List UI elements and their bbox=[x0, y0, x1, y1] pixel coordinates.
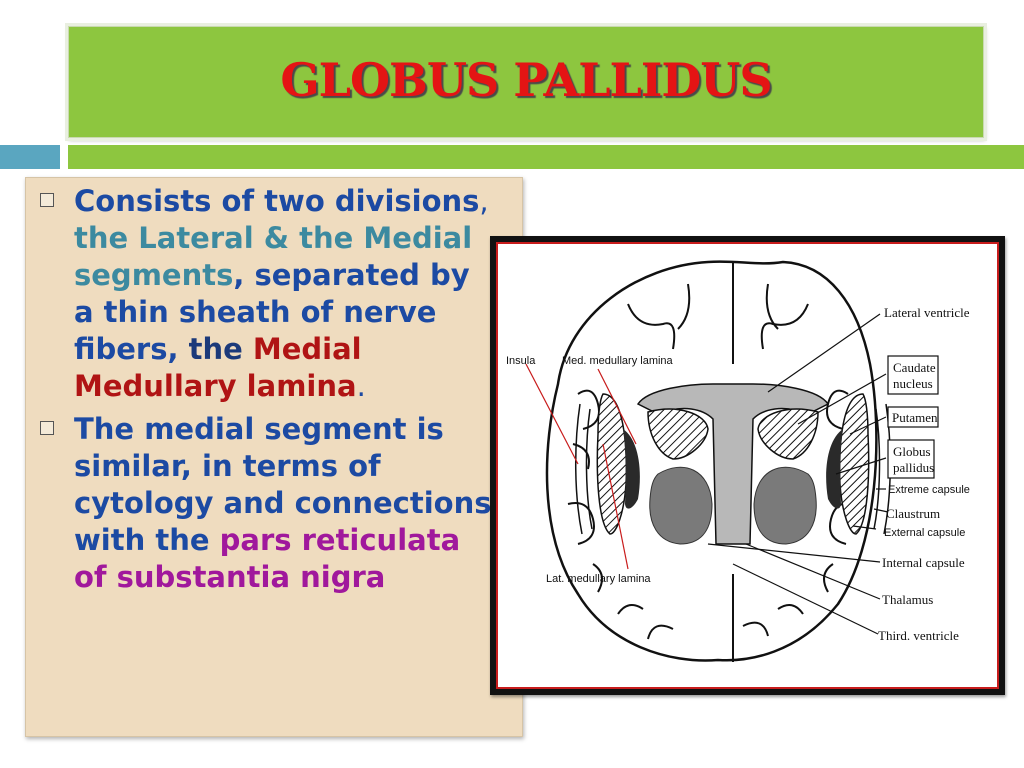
label-caudate-1: Caudate bbox=[893, 360, 936, 375]
bullet-square-icon bbox=[40, 193, 54, 207]
label-thalamus: Thalamus bbox=[882, 592, 933, 607]
bullet-list: Consists of two divisions, the Lateral &… bbox=[26, 183, 522, 596]
text-panel: Consists of two divisions, the Lateral &… bbox=[25, 177, 523, 737]
claustrum-left bbox=[585, 408, 593, 530]
extreme-capsule-left bbox=[575, 403, 583, 535]
label-external-capsule: External capsule bbox=[884, 527, 965, 539]
accent-stripe-left bbox=[0, 145, 60, 169]
caudate-label-box bbox=[887, 355, 939, 395]
brain-diagram: Lateral ventricle Insula Med. medullary … bbox=[496, 242, 999, 689]
brain-outline bbox=[545, 260, 878, 662]
putamen-label-box bbox=[887, 406, 939, 428]
title-banner: GLOBUS PALLIDUS bbox=[68, 26, 984, 138]
bullet-1-part-2: , bbox=[479, 184, 489, 218]
thalamus-right bbox=[753, 466, 817, 545]
label-extreme-capsule: Extreme capsule bbox=[888, 484, 970, 496]
label-med-medullary-lamina: Med. medullary lamina bbox=[562, 355, 674, 367]
bullet-2-part-2: pars reticulata of substantia nigra bbox=[74, 523, 461, 594]
caudate-left bbox=[647, 408, 709, 460]
bullet-1-part-4: , separated by a thin sheath of nerve fi… bbox=[74, 258, 470, 366]
accent-stripe-right bbox=[68, 145, 1024, 169]
label-lateral-ventricle: Lateral ventricle bbox=[884, 305, 970, 320]
lateral-ventricles-shape bbox=[636, 383, 830, 545]
label-lat-medullary-lamina: Lat. medullary lamina bbox=[546, 573, 651, 585]
brain-diagram-frame: Lateral ventricle Insula Med. medullary … bbox=[490, 236, 1005, 695]
globus-pallidus-right bbox=[826, 429, 843, 509]
label-globus-pallidus-2: pallidus bbox=[893, 460, 934, 475]
label-internal-capsule: Internal capsule bbox=[882, 555, 965, 570]
bullet-1-part-6: Medial Medullary lamina bbox=[74, 332, 362, 403]
slide-title: GLOBUS PALLIDUS bbox=[280, 53, 772, 107]
thalamus-left bbox=[649, 466, 713, 545]
bullet-item-1: Consists of two divisions, the Lateral &… bbox=[26, 183, 522, 405]
label-third-ventricle: Third. ventricle bbox=[878, 628, 959, 643]
leader-lines-left bbox=[525, 363, 637, 570]
label-caudate-2: nucleus bbox=[893, 376, 933, 391]
bullet-1-part-7: . bbox=[356, 369, 366, 403]
bullet-2-part-1: The medial segment is similar, in terms … bbox=[74, 412, 492, 557]
label-insula: Insula bbox=[506, 355, 536, 367]
brain-section-illustration: Lateral ventricle Insula Med. medullary … bbox=[506, 260, 970, 662]
globus-pallidus-label-box bbox=[887, 439, 935, 479]
globus-pallidus-left bbox=[623, 429, 640, 509]
bullet-1-part-5: the bbox=[188, 332, 253, 366]
label-globus-pallidus-1: Globus bbox=[893, 444, 931, 459]
bullet-1-part-1: Consists of two divisions bbox=[74, 184, 480, 218]
label-putamen: Putamen bbox=[892, 410, 938, 425]
bullet-1-part-3: the Lateral & the Medial segments bbox=[74, 221, 473, 292]
bullet-square-icon bbox=[40, 421, 54, 435]
bullet-item-2: The medial segment is similar, in terms … bbox=[26, 411, 522, 596]
label-claustrum: Claustrum bbox=[886, 506, 940, 521]
leader-lines-right bbox=[707, 313, 889, 635]
